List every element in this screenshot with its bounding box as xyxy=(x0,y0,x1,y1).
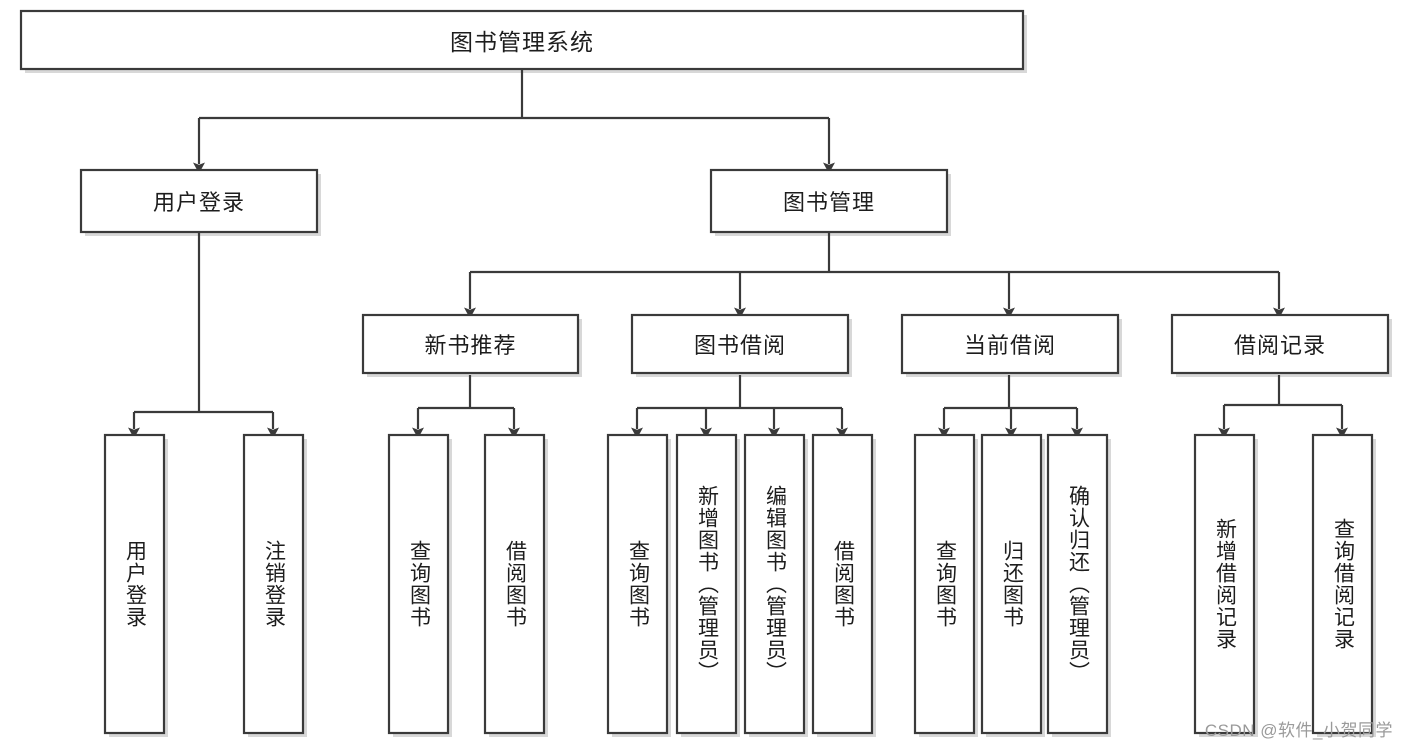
node-root[interactable] xyxy=(19,9,1025,71)
node-leaf-add-book[interactable] xyxy=(675,433,738,735)
csdn-watermark: CSDN @软件_小贺同学 xyxy=(1204,721,1393,740)
node-leaf-edit-book[interactable] xyxy=(743,433,806,735)
node-book-borrow[interactable] xyxy=(630,313,850,375)
node-leaf-borrow-book-2[interactable] xyxy=(811,433,874,735)
node-leaf-user-login[interactable] xyxy=(103,433,166,735)
connector-group xyxy=(128,69,1348,439)
node-current-borrow[interactable] xyxy=(900,313,1120,375)
node-new-book-rec[interactable] xyxy=(361,313,580,375)
node-leaf-borrow-book-1[interactable] xyxy=(483,433,546,735)
node-leaf-add-record[interactable] xyxy=(1193,433,1256,735)
node-leaf-logout[interactable] xyxy=(242,433,305,735)
node-leaf-return-book[interactable] xyxy=(980,433,1043,735)
node-leaf-query-record[interactable] xyxy=(1311,433,1374,735)
node-user-login[interactable] xyxy=(79,168,319,234)
node-leaf-query-book-1[interactable] xyxy=(387,433,450,735)
node-borrow-record[interactable] xyxy=(1170,313,1390,375)
node-book-mgmt[interactable] xyxy=(709,168,949,234)
node-leaf-query-book-2[interactable] xyxy=(606,433,669,735)
node-leaf-query-book-3[interactable] xyxy=(913,433,976,735)
node-boxes xyxy=(19,9,1390,735)
node-leaf-confirm-return[interactable] xyxy=(1046,433,1109,735)
